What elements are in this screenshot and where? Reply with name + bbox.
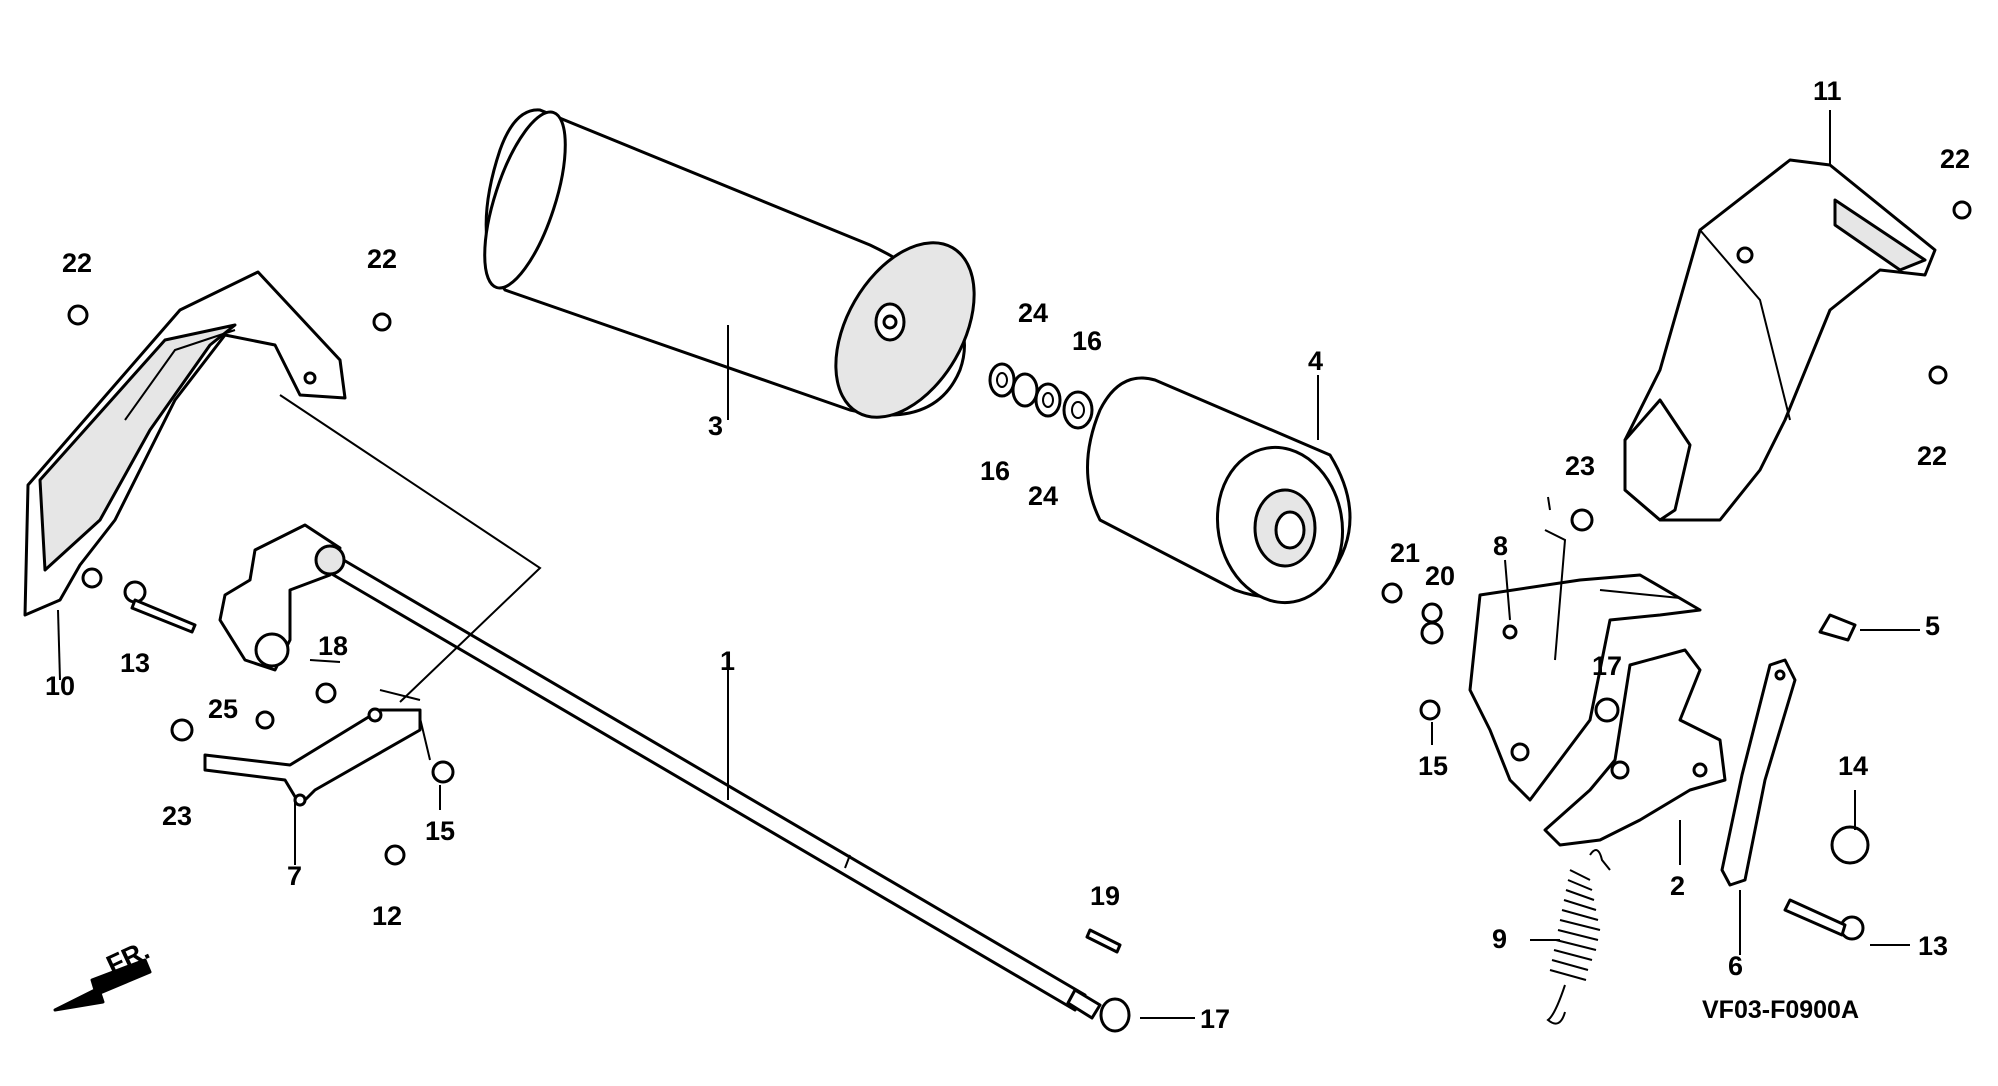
callout-12: 12 [372, 901, 402, 931]
callout-8: 8 [1493, 531, 1508, 561]
leader-lines [57, 110, 1920, 1019]
left-bracket [203, 523, 422, 807]
right-cover [1623, 158, 1937, 522]
callout-11: 11 [1813, 76, 1842, 106]
callout-15-left: 15 [425, 816, 455, 846]
callout-7: 7 [287, 861, 302, 891]
callout-6: 6 [1728, 951, 1743, 981]
front-arrow [53, 958, 152, 1012]
large-roller-drum [483, 108, 976, 419]
callout-22-left: 22 [367, 244, 397, 274]
right-plate [1468, 573, 1702, 802]
callout-15-right: 15 [1418, 751, 1448, 781]
callout-24-lower: 24 [1028, 481, 1058, 511]
washer-stack [988, 362, 1094, 430]
callout-14: 14 [1838, 751, 1868, 781]
callouts: 1 2 3 4 5 6 7 8 9 10 11 12 13 13 14 15 1… [45, 76, 1970, 1034]
callout-17-lower: 17 [1200, 1004, 1230, 1034]
callout-17-upper: 17 [1592, 651, 1622, 681]
callout-3: 3 [708, 411, 723, 441]
callout-5: 5 [1925, 611, 1940, 641]
callout-24-upper: 24 [1018, 298, 1048, 328]
right-bracket [1543, 648, 1727, 847]
spring [1546, 849, 1611, 1025]
callout-25: 25 [208, 694, 238, 724]
callout-21: 21 [1390, 538, 1420, 568]
callout-19: 19 [1090, 881, 1120, 911]
callout-16-lower: 16 [980, 456, 1010, 486]
callout-2: 2 [1670, 871, 1685, 901]
callout-22-far-left: 22 [62, 248, 92, 278]
callout-23-left: 23 [162, 801, 192, 831]
small-roller [1086, 376, 1352, 605]
callout-22-lower-right: 22 [1917, 441, 1947, 471]
callout-20: 20 [1425, 561, 1455, 591]
callout-9: 9 [1492, 924, 1507, 954]
callout-13-left: 13 [120, 648, 150, 678]
callout-1: 1 [720, 646, 735, 676]
callout-10: 10 [45, 671, 75, 701]
lever [1720, 658, 1797, 887]
callout-22-upper-right: 22 [1940, 144, 1970, 174]
callout-13-right: 13 [1918, 931, 1948, 961]
fasteners [67, 200, 1972, 1033]
diagram-code: VF03-F0900A [1702, 996, 1859, 1024]
roller-shaft [316, 546, 1102, 1020]
callout-23-right: 23 [1565, 451, 1595, 481]
callout-18: 18 [318, 631, 348, 661]
left-cover [23, 270, 347, 617]
callout-16-upper: 16 [1072, 326, 1102, 356]
callout-4: 4 [1308, 346, 1323, 376]
